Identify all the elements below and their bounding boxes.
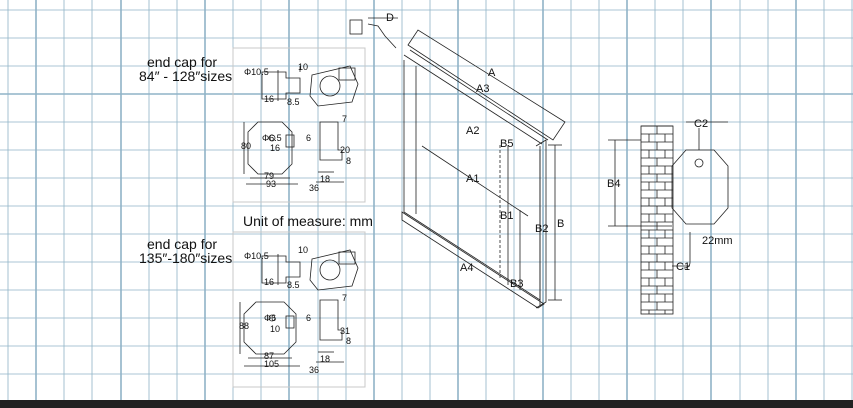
label-D: D [386, 12, 394, 24]
dim-8-top: 8 [346, 156, 352, 166]
dim-87-bottom: 87 [264, 351, 275, 361]
dim-6-bottom: 6 [306, 313, 312, 323]
dim-80-top: 80 [241, 141, 252, 151]
label-B1: B1 [500, 210, 514, 222]
dim-7-top: 7 [342, 114, 348, 124]
label-C2: C2 [694, 118, 709, 130]
dim-16-bottom: 16 [264, 277, 275, 287]
dim-79-top: 79 [264, 171, 275, 181]
dim-8-5-bottom: 8.5 [287, 280, 300, 290]
label-B5: B5 [500, 138, 514, 150]
caption-top-line1: end cap for [147, 54, 218, 70]
dim-6-top: 6 [306, 133, 312, 143]
dim-20-top: 20 [340, 145, 351, 155]
label-B3: B3 [510, 278, 524, 290]
endcap-bottom-drawings [239, 249, 359, 367]
endcap-panel-top [232, 47, 366, 203]
caption-top-line2: 84″ - 128″sizes [139, 68, 233, 84]
endcap-panel-bottom [232, 231, 366, 388]
label-B4: B4 [607, 178, 621, 190]
unit-of-measure: Unit of measure: mm [243, 213, 373, 229]
dim-10-bottom: 10 [298, 245, 309, 255]
dim-16-top: 16 [264, 94, 275, 104]
caption-bottom-line1: end cap for [147, 236, 218, 252]
dim-16b-top: 16 [270, 143, 281, 153]
label-B: B [557, 218, 565, 230]
dim-105-bottom: 105 [264, 359, 280, 369]
wall-bracket-drawing [608, 121, 729, 315]
dim-8-bottom: 8 [346, 336, 352, 346]
label-C1: C1 [676, 261, 691, 273]
label-22mm: 22mm [702, 235, 733, 247]
label-A4: A4 [460, 262, 474, 274]
dim-36-top: 36 [309, 183, 320, 193]
dim-10b-bottom: 10 [270, 324, 281, 334]
dim-phi-bottom: Φ10.5 [244, 251, 269, 261]
label-A: A [488, 67, 496, 79]
endcap-top-drawings [243, 65, 359, 185]
dim-18-bottom: 18 [320, 354, 331, 364]
caption-bottom-line2: 135″-180″sizes [139, 250, 233, 266]
label-A3: A3 [476, 83, 490, 95]
dim-7-bottom: 7 [342, 293, 348, 303]
dim-93-top: 93 [266, 179, 277, 189]
dim-phi-top: Φ10.5 [244, 67, 269, 77]
dim-36-bottom: 36 [309, 365, 320, 375]
bottom-bar [0, 400, 853, 408]
label-A1: A1 [466, 173, 480, 185]
dim-31-bottom: 31 [340, 326, 351, 336]
label-A2: A2 [466, 125, 480, 137]
dim-8-5-top: 8.5 [287, 97, 300, 107]
dim-18-top: 18 [320, 174, 331, 184]
dim-10-top: 10 [298, 62, 309, 72]
dim-88-bottom: 88 [239, 321, 250, 331]
dim-phi2-bottom: Φ6 [264, 313, 277, 323]
label-B2: B2 [535, 223, 549, 235]
dim-phi2-top: Φ6.5 [262, 133, 282, 143]
roller-blind-drawing [349, 17, 566, 309]
